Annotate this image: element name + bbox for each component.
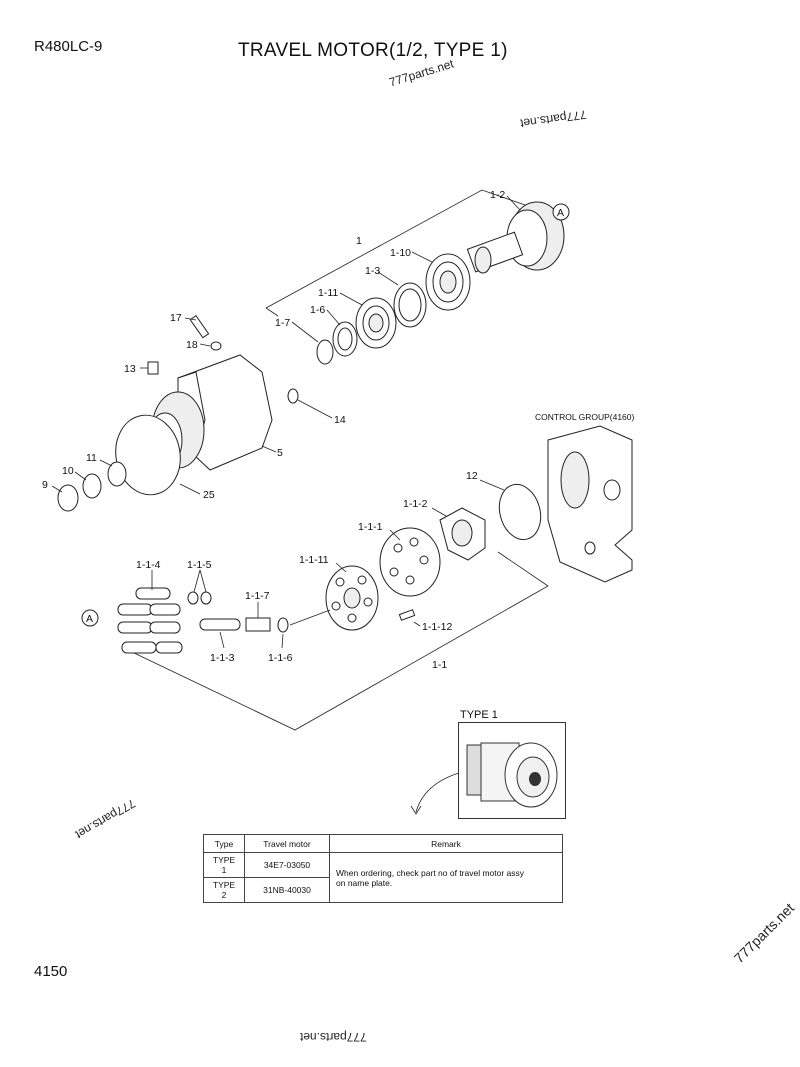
part-18 xyxy=(210,341,222,351)
control-group-label: CONTROL GROUP(4160) xyxy=(535,412,635,422)
type-inset-label: TYPE 1 xyxy=(460,709,498,721)
part-shaft-housing xyxy=(466,201,565,274)
part-cylinder-block-1-1-1 xyxy=(379,527,441,597)
callout-1-1-3: 1-1-3 xyxy=(210,652,235,664)
type-inset-box xyxy=(458,722,566,819)
part-spring-17 xyxy=(189,314,210,339)
part-shim-1-6-inner xyxy=(337,327,353,351)
part-valve-plate-1-1-2 xyxy=(439,507,486,561)
callout-11: 11 xyxy=(86,452,97,464)
remark-line-2: on name plate. xyxy=(336,877,393,888)
callout-1-10: 1-10 xyxy=(390,247,411,259)
part-retainer-plate-1-1-11 xyxy=(325,565,379,631)
header-type: Type xyxy=(203,834,245,853)
part-o-ring-25 xyxy=(115,414,181,496)
row-type: TYPE 1 xyxy=(203,852,245,878)
header-remark: Remark xyxy=(329,834,563,853)
callout-18: 18 xyxy=(186,339,198,351)
model-label: R480LC-9 xyxy=(34,38,103,55)
callout-1-1-1: 1-1-1 xyxy=(358,521,383,533)
callout-1-1-12: 1-1-12 xyxy=(422,621,453,633)
row-type: TYPE 2 xyxy=(203,877,245,903)
row-remark: When ordering, check part no of travel m… xyxy=(329,852,563,903)
part-spring-1-1-7 xyxy=(245,617,271,632)
callout-1-1-5: 1-1-5 xyxy=(187,559,212,571)
table-header-row: Type Travel motor Remark xyxy=(203,834,563,853)
callout-13: 13 xyxy=(124,363,136,375)
callout-1-1-2: 1-1-2 xyxy=(403,498,428,510)
callout-1-11: 1-11 xyxy=(318,287,338,299)
part-pistons-1-1-4 xyxy=(117,587,183,654)
callout-25: 25 xyxy=(203,489,215,501)
travel-motor-icon xyxy=(466,742,558,808)
callout-1-6: 1-6 xyxy=(310,304,325,316)
reference-mark-a-top xyxy=(552,203,570,221)
part-ring-10 xyxy=(82,473,102,499)
part-snap-ring-1-7 xyxy=(316,339,334,365)
callout-14: 14 xyxy=(334,414,346,426)
table-row: TYPE 2 31NB-40030 xyxy=(203,877,563,903)
part-pin-1-1-3 xyxy=(199,618,241,631)
row-motor: 34E7-03050 xyxy=(244,852,330,878)
callout-1-1: 1-1 xyxy=(432,659,447,671)
part-washer-1-1-6 xyxy=(277,617,289,633)
part-bearing-1-10 xyxy=(425,253,471,311)
part-ring-1-3 xyxy=(393,282,427,328)
header-travel-motor: Travel motor xyxy=(244,834,330,853)
callout-1-2: 1-2 xyxy=(490,189,505,201)
part-bearing-1-11 xyxy=(355,297,397,349)
callout-1-7: 1-7 xyxy=(275,317,290,329)
remark-line-1: When ordering, check part no of travel m… xyxy=(336,867,525,878)
callout-5: 5 xyxy=(277,447,283,459)
row-motor: 31NB-40030 xyxy=(244,877,330,903)
callout-1-3: 1-3 xyxy=(365,265,380,277)
part-o-ring-12 xyxy=(498,483,542,541)
page-number: 4150 xyxy=(34,963,68,980)
callout-1-1-6: 1-1-6 xyxy=(268,652,293,664)
page-title: TRAVEL MOTOR(1/2, TYPE 1) xyxy=(238,40,508,61)
part-plug-13 xyxy=(147,361,159,375)
callout-17: 17 xyxy=(170,312,182,324)
reference-mark-a-left-text: A xyxy=(86,613,93,625)
part-bolt-1-1-12 xyxy=(398,609,416,621)
part-ring-1-1-5-a xyxy=(187,591,199,605)
callout-1-1-4: 1-1-4 xyxy=(136,559,161,571)
part-o-ring-14 xyxy=(287,388,299,404)
part-ring-1-1-5-b xyxy=(200,591,212,605)
callout-1-1-11: 1-1-11 xyxy=(299,554,329,566)
control-group-block xyxy=(547,425,633,583)
part-ring-9 xyxy=(57,484,79,512)
callout-10: 10 xyxy=(62,465,74,477)
table-row: TYPE 1 34E7-03050 When ordering, check p… xyxy=(203,852,563,903)
callout-1-1-7: 1-1-7 xyxy=(245,590,270,602)
travel-motor-type-table: Type Travel motor Remark TYPE 1 34E7-030… xyxy=(203,834,563,903)
reference-mark-a-top-text: A xyxy=(557,207,564,219)
part-ring-11 xyxy=(107,461,127,487)
callout-9: 9 xyxy=(42,479,48,491)
reference-mark-a-left xyxy=(81,609,99,627)
callout-12: 12 xyxy=(466,470,478,482)
callout-1: 1 xyxy=(356,235,362,247)
